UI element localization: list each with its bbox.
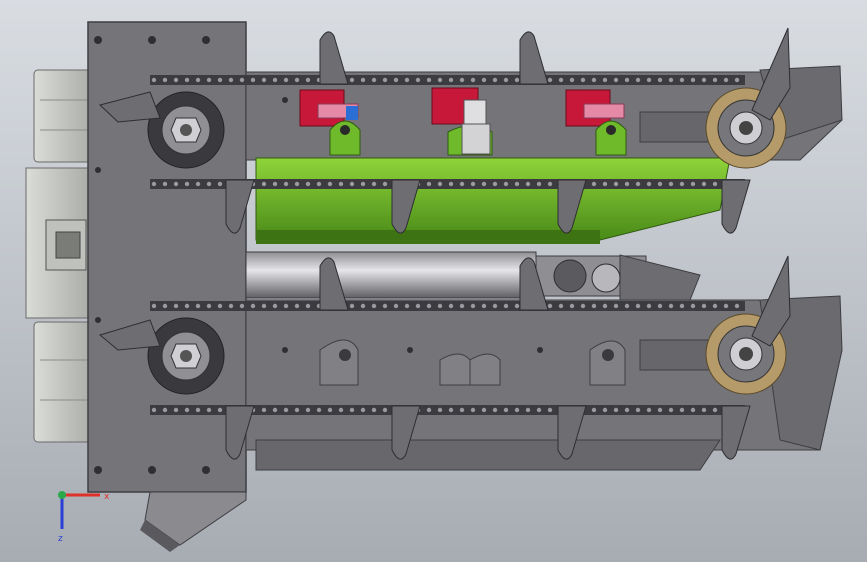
paddle bbox=[557, 405, 587, 460]
paddle bbox=[751, 255, 791, 347]
paddle bbox=[98, 319, 161, 351]
paddle bbox=[225, 179, 255, 234]
left-lower-sprocket bbox=[147, 317, 225, 395]
lower-brackets bbox=[319, 339, 626, 386]
paddle bbox=[751, 27, 791, 121]
conveyor-paddles bbox=[98, 27, 791, 460]
motor-housing bbox=[25, 69, 95, 443]
paddle bbox=[557, 179, 587, 234]
paddle bbox=[519, 257, 549, 311]
triad-z-label: z bbox=[58, 534, 63, 544]
paddle bbox=[391, 179, 421, 234]
chain-run bbox=[150, 179, 745, 189]
triad-x-label: x bbox=[104, 492, 110, 502]
paddle bbox=[225, 405, 255, 460]
paddle bbox=[99, 91, 161, 123]
coordinate-triad-icon: x z bbox=[58, 491, 110, 544]
paddle bbox=[721, 179, 751, 234]
paddle bbox=[319, 31, 349, 85]
chain-run bbox=[150, 75, 745, 85]
paddle bbox=[319, 257, 349, 311]
left-upper-sprocket bbox=[147, 91, 225, 169]
plate-holes bbox=[94, 36, 543, 474]
sprockets bbox=[147, 87, 787, 395]
upper-tensioners bbox=[299, 87, 627, 156]
paddle bbox=[519, 31, 549, 85]
paddle bbox=[391, 405, 421, 460]
green-beam bbox=[255, 157, 731, 244]
chain-run bbox=[150, 301, 745, 311]
drive-roller bbox=[245, 251, 701, 301]
paddle bbox=[721, 405, 751, 460]
